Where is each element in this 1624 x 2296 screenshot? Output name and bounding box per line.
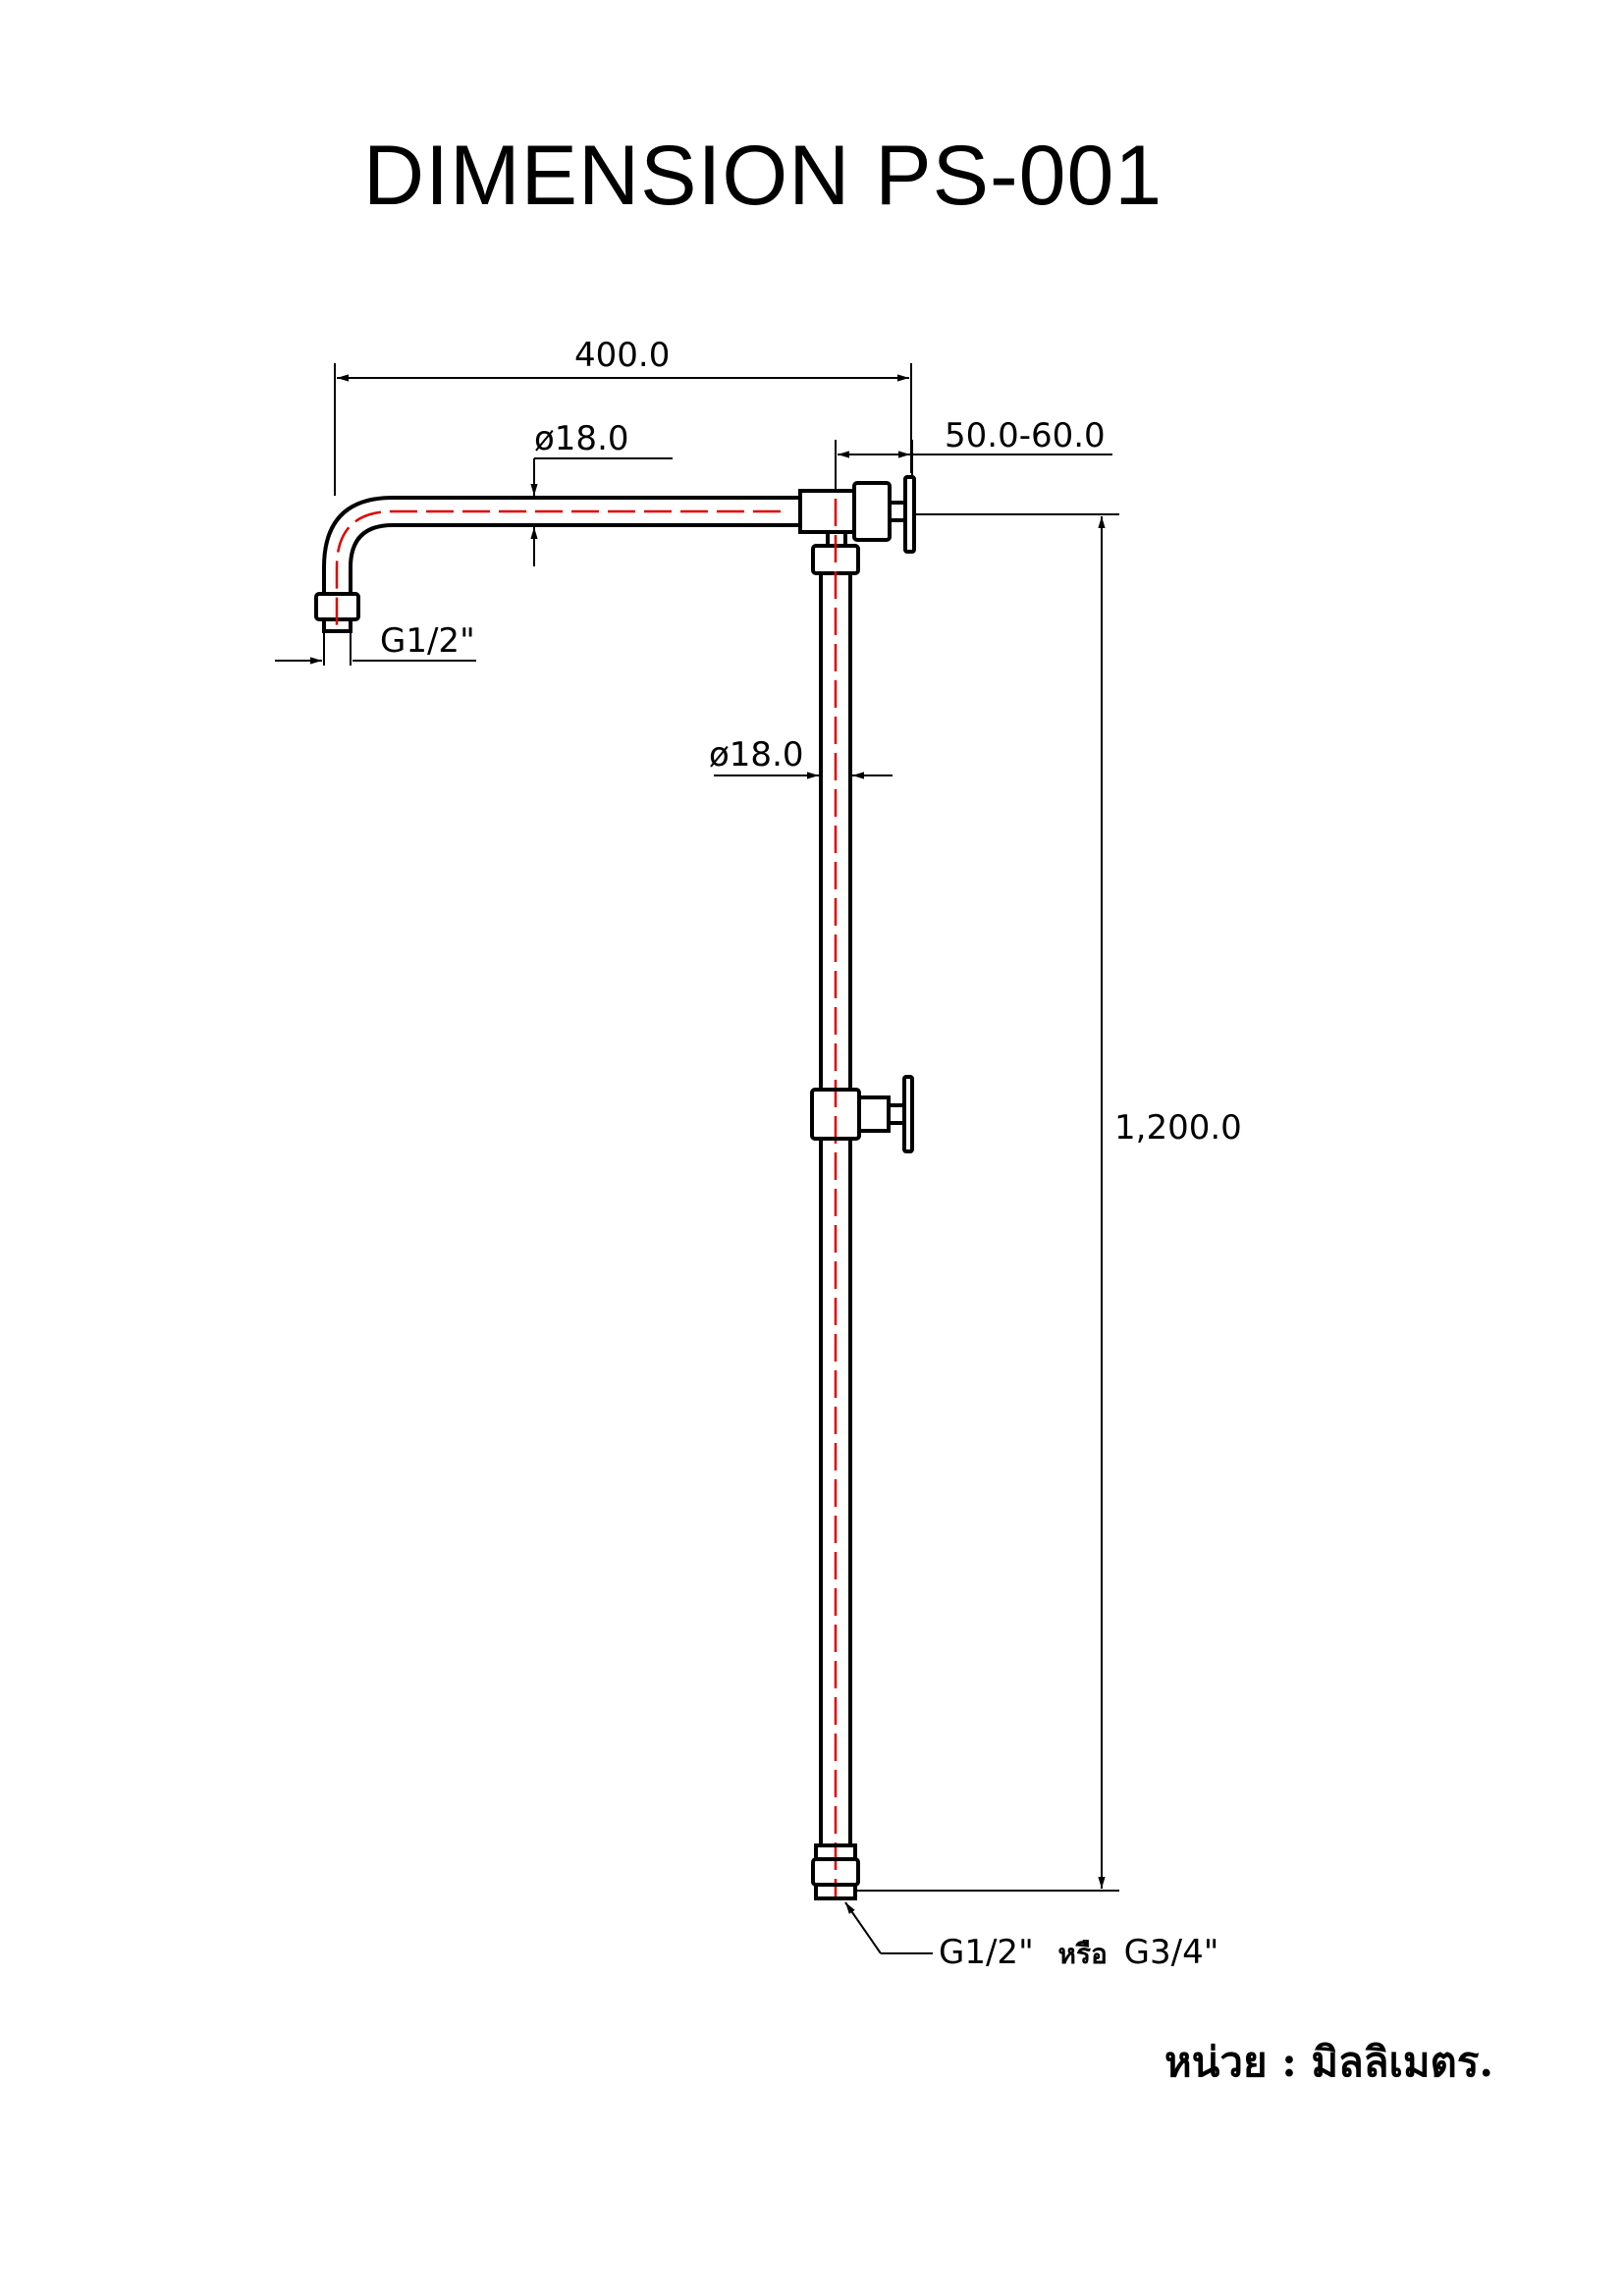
dim-wall-offset-label: 50.0-60.0 xyxy=(945,416,1106,455)
dim-arm-diameter: ø18.0 xyxy=(530,419,673,566)
dim-arm-thread: G1/2" xyxy=(275,621,476,666)
top-tee-connector xyxy=(798,475,916,575)
bottom-thread-or: หรือ xyxy=(1058,1938,1108,1970)
riser-pipe xyxy=(819,499,852,1899)
dim-pipe-diameter: ø18.0 xyxy=(709,735,893,779)
bottom-thread-a: G1/2" xyxy=(939,1933,1034,1972)
dim-riser-height-label: 1,200.0 xyxy=(1114,1108,1242,1148)
drawing-title: DIMENSION PS-001 xyxy=(363,129,1164,223)
dim-wall-offset: 50.0-60.0 xyxy=(835,416,1112,489)
bottom-thread-leader: G1/2" หรือ G3/4" xyxy=(844,1901,1218,1972)
dim-arm-thread-label: G1/2" xyxy=(380,621,475,661)
dim-arm-length-label: 400.0 xyxy=(574,336,670,375)
dim-riser-height: 1,200.0 xyxy=(855,513,1242,1892)
dim-arm-length: 400.0 xyxy=(334,336,912,496)
dim-arm-diameter-label: ø18.0 xyxy=(534,419,629,458)
middle-valve xyxy=(810,1075,914,1153)
shower-arm xyxy=(314,496,800,633)
units-note: หน่วย : มิลลิเมตร. xyxy=(1164,2038,1493,2086)
bottom-thread-label: G1/2" หรือ G3/4" xyxy=(939,1933,1218,1972)
bottom-thread-b: G3/4" xyxy=(1124,1933,1219,1972)
dim-pipe-diameter-label: ø18.0 xyxy=(709,735,804,774)
